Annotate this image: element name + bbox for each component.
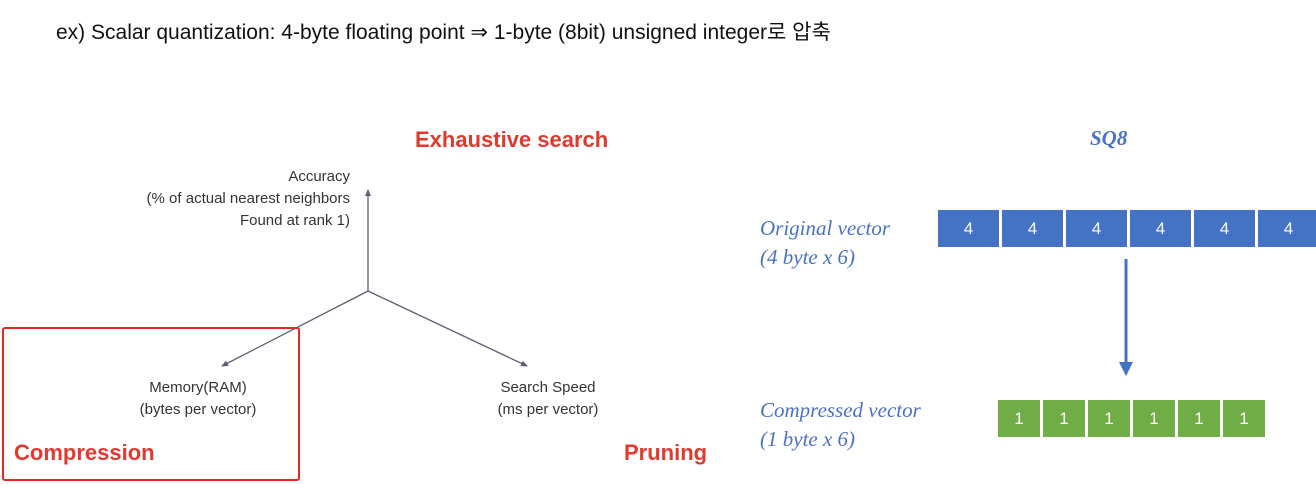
original-vector-cell: 4 <box>1002 210 1063 247</box>
sq8-title: SQ8 <box>1090 126 1128 150</box>
memory-label-line: Memory(RAM) <box>149 379 247 396</box>
page-heading: ex) Scalar quantization: 4-byte floating… <box>56 21 831 44</box>
original-vector-cell: 4 <box>1194 210 1255 247</box>
compressed-vector-cell: 1 <box>998 400 1040 437</box>
accuracy-label: Accuracy (% of actual nearest neighbors … <box>147 166 350 232</box>
compressed-vector-label: Compressed vector (1 byte x 6) <box>760 396 921 454</box>
compressed-vector: 1 1 1 1 1 1 <box>998 400 1265 437</box>
original-vector-label-line: Original vector <box>760 216 891 240</box>
compressed-vector-cell: 1 <box>1178 400 1220 437</box>
pruning-title: Pruning <box>624 440 708 465</box>
accuracy-label-line: Found at rank 1) <box>239 212 350 229</box>
original-vector-cell: 4 <box>1130 210 1191 247</box>
compressed-vector-cell: 1 <box>1133 400 1175 437</box>
original-vector-label: Original vector (4 byte x 6) <box>760 214 890 272</box>
speed-label-line: (ms per vector) <box>497 401 599 418</box>
compressed-vector-label-line: (1 byte x 6) <box>760 427 856 451</box>
original-vector-cell: 4 <box>1258 210 1316 247</box>
compression-highlight-box <box>2 327 300 481</box>
exhaustive-search-title: Exhaustive search <box>415 127 609 152</box>
compressed-vector-label-line: Compressed vector <box>760 398 921 422</box>
accuracy-label-line: (% of actual nearest neighbors <box>146 190 350 207</box>
speed-axis <box>367 290 528 367</box>
speed-label: Search Speed (ms per vector) <box>478 377 618 421</box>
compression-title: Compression <box>14 440 155 465</box>
memory-label: Memory(RAM) (bytes per vector) <box>118 377 278 421</box>
accuracy-label-line: Accuracy <box>288 168 350 185</box>
original-vector-cell: 4 <box>938 210 999 247</box>
compressed-vector-cell: 1 <box>1043 400 1085 437</box>
original-vector-cell: 4 <box>1066 210 1127 247</box>
memory-label-line: (bytes per vector) <box>139 401 257 418</box>
original-vector: 4 4 4 4 4 4 <box>938 210 1316 247</box>
compressed-vector-cell: 1 <box>1223 400 1265 437</box>
compressed-vector-cell: 1 <box>1088 400 1130 437</box>
original-vector-label-line: (4 byte x 6) <box>760 245 856 269</box>
speed-label-line: Search Speed <box>500 379 596 396</box>
